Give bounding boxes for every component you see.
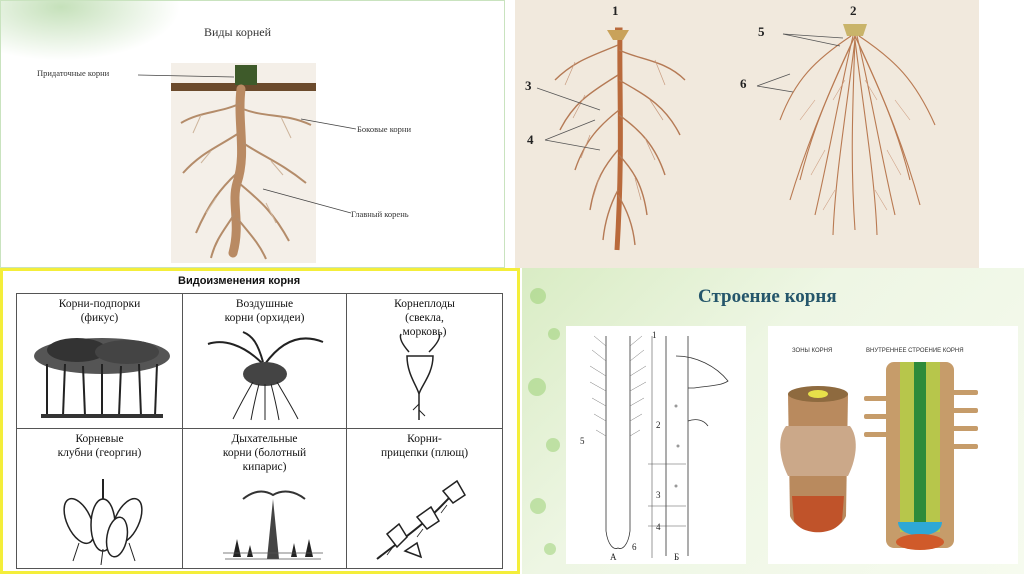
root-types-panel: Виды корней	[0, 0, 505, 268]
cell-prop-roots: Корни-подпорки (фикус)	[16, 293, 183, 429]
label-main-root: Главный корень	[351, 209, 409, 219]
zone-number-2: 2	[656, 420, 661, 430]
ivy-icon	[347, 429, 504, 570]
decor-bubble	[528, 378, 546, 396]
label-lateral-roots: Боковые корни	[357, 124, 411, 134]
orchid-icon	[183, 294, 348, 430]
root-modifications-panel: Видоизменения корня Корни-подпорки (фику…	[0, 268, 520, 574]
label-leader-lines	[1, 1, 505, 268]
label-number-3: 3	[525, 78, 532, 94]
cypress-icon	[183, 429, 348, 570]
modifications-table: Корни-подпорки (фикус) Воздушные корни	[16, 293, 503, 569]
label-root-zones: ЗОНЫ КОРНЯ	[792, 348, 832, 354]
label-number-2: 2	[850, 3, 857, 19]
label-adventitious-roots: Придаточные корни	[37, 68, 109, 78]
label-number-4: 4	[527, 132, 534, 148]
internal-structure-card: ЗОНЫ КОРНЯ ВНУТРЕННЕЕ СТРОЕНИЕ КОРНЯ	[768, 326, 1018, 564]
cell-root-crops: Корнеплоды (свекла, морковь)	[346, 293, 503, 429]
root-structure-panel: Строение корня 1 2 3 4 5 6	[522, 268, 1024, 574]
cell-breathing-roots: Дыхательные корни (болотный кипарис)	[182, 428, 347, 569]
root-modifications-title: Видоизменения корня	[178, 275, 300, 287]
root-structure-title: Строение корня	[698, 286, 837, 308]
root-systems-panel: 1 2 3 4 5 6	[515, 0, 979, 268]
letter-b: Б	[674, 552, 679, 562]
label-number-6: 6	[740, 76, 747, 92]
cell-aerial-roots: Воздушные корни (орхидеи)	[182, 293, 347, 429]
decor-bubble	[530, 498, 546, 514]
beet-icon	[347, 294, 504, 430]
root-systems-illustration	[515, 0, 979, 268]
banyan-tree-icon	[17, 294, 184, 430]
label-number-5: 5	[758, 24, 765, 40]
cell-root-tubers: Корневые клубни (георгин)	[16, 428, 183, 569]
decor-bubble	[546, 438, 560, 452]
dahlia-tubers-icon	[17, 429, 184, 570]
label-internal-structure: ВНУТРЕННЕЕ СТРОЕНИЕ КОРНЯ	[866, 348, 964, 354]
zone-number-1: 1	[652, 330, 657, 340]
root-cross-section-drawing	[768, 326, 1018, 564]
root-zones-card: 1 2 3 4 5 6 А Б	[566, 326, 746, 564]
letter-a: А	[610, 552, 617, 562]
decor-bubble	[544, 543, 556, 555]
zone-number-6: 6	[632, 542, 637, 552]
decor-bubble	[548, 328, 560, 340]
zone-number-3: 3	[656, 490, 661, 500]
zone-number-5: 5	[580, 436, 585, 446]
cell-clinging-roots: Корни- прицепки (плющ)	[346, 428, 503, 569]
decor-bubble	[530, 288, 546, 304]
label-number-1: 1	[612, 3, 619, 19]
zone-number-4: 4	[656, 522, 661, 532]
